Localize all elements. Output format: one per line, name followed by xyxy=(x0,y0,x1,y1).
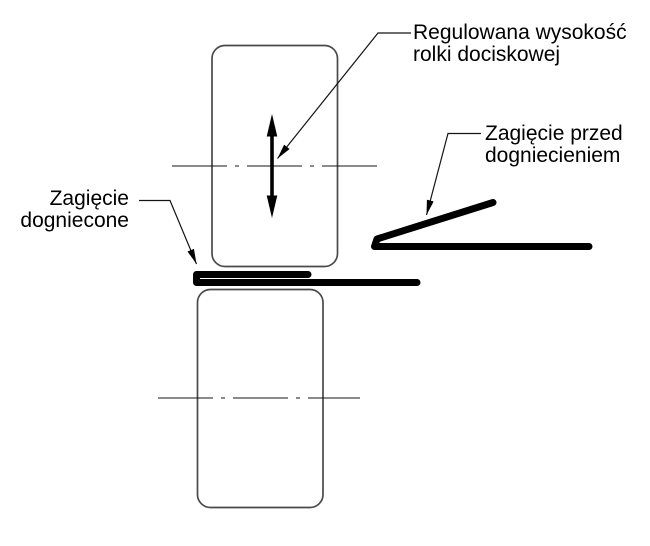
label-bend-pressed-line2: dogniecone xyxy=(20,209,129,232)
leader-adjustable-height xyxy=(277,32,411,159)
label-bend-before-line1: Zagięcie przed xyxy=(485,122,623,145)
leader-bend-before xyxy=(425,132,481,216)
arrow-down-head-icon xyxy=(266,195,278,218)
arrow-up-head-icon xyxy=(266,114,278,137)
pre-hem-sheet-fold xyxy=(371,199,593,250)
label-bend-pressed-line1: Zagięcie xyxy=(49,187,129,210)
label-bend-before: Zagięcie przed dogniecieniem xyxy=(485,123,623,167)
label-bend-pressed: Zagięcie dogniecone xyxy=(0,188,129,232)
label-adjustable-height-line2: rolki dociskowej xyxy=(413,43,561,66)
label-bend-before-line2: dogniecieniem xyxy=(485,144,621,167)
label-adjustable-height-line1: Regulowana wysokość xyxy=(413,21,627,44)
upper-pressure-roller xyxy=(211,44,339,268)
leader-bend-pressed xyxy=(139,199,198,265)
height-adjust-arrow-icon xyxy=(266,114,278,218)
hemmed-sheet-fold xyxy=(193,271,421,286)
label-adjustable-height: Regulowana wysokość rolki dociskowej xyxy=(413,22,627,66)
